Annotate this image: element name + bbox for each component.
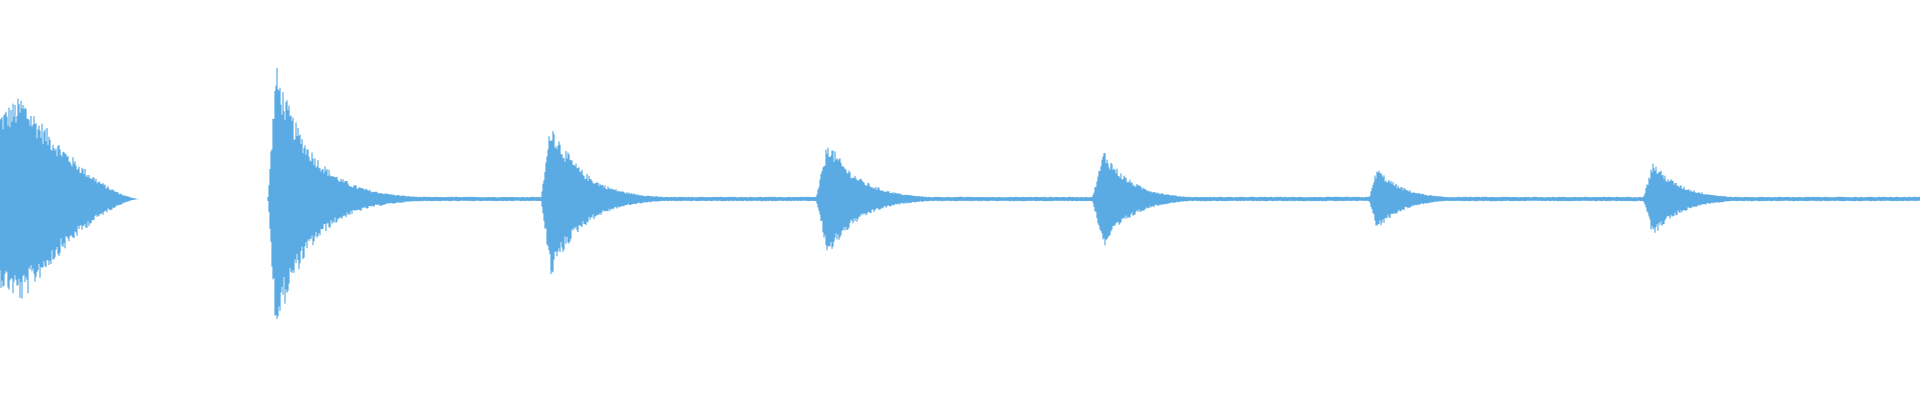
waveform-burst-5: [1091, 153, 1369, 246]
waveform-burst-7: [1642, 163, 1920, 233]
waveform-burst-6: [1368, 170, 1644, 226]
waveform-burst-4: [815, 147, 1093, 251]
waveform-bursts: [0, 67, 1920, 320]
waveform-burst-3: [540, 131, 819, 274]
waveform-burst-2: [267, 67, 549, 320]
waveform-burst-1: [0, 98, 139, 299]
